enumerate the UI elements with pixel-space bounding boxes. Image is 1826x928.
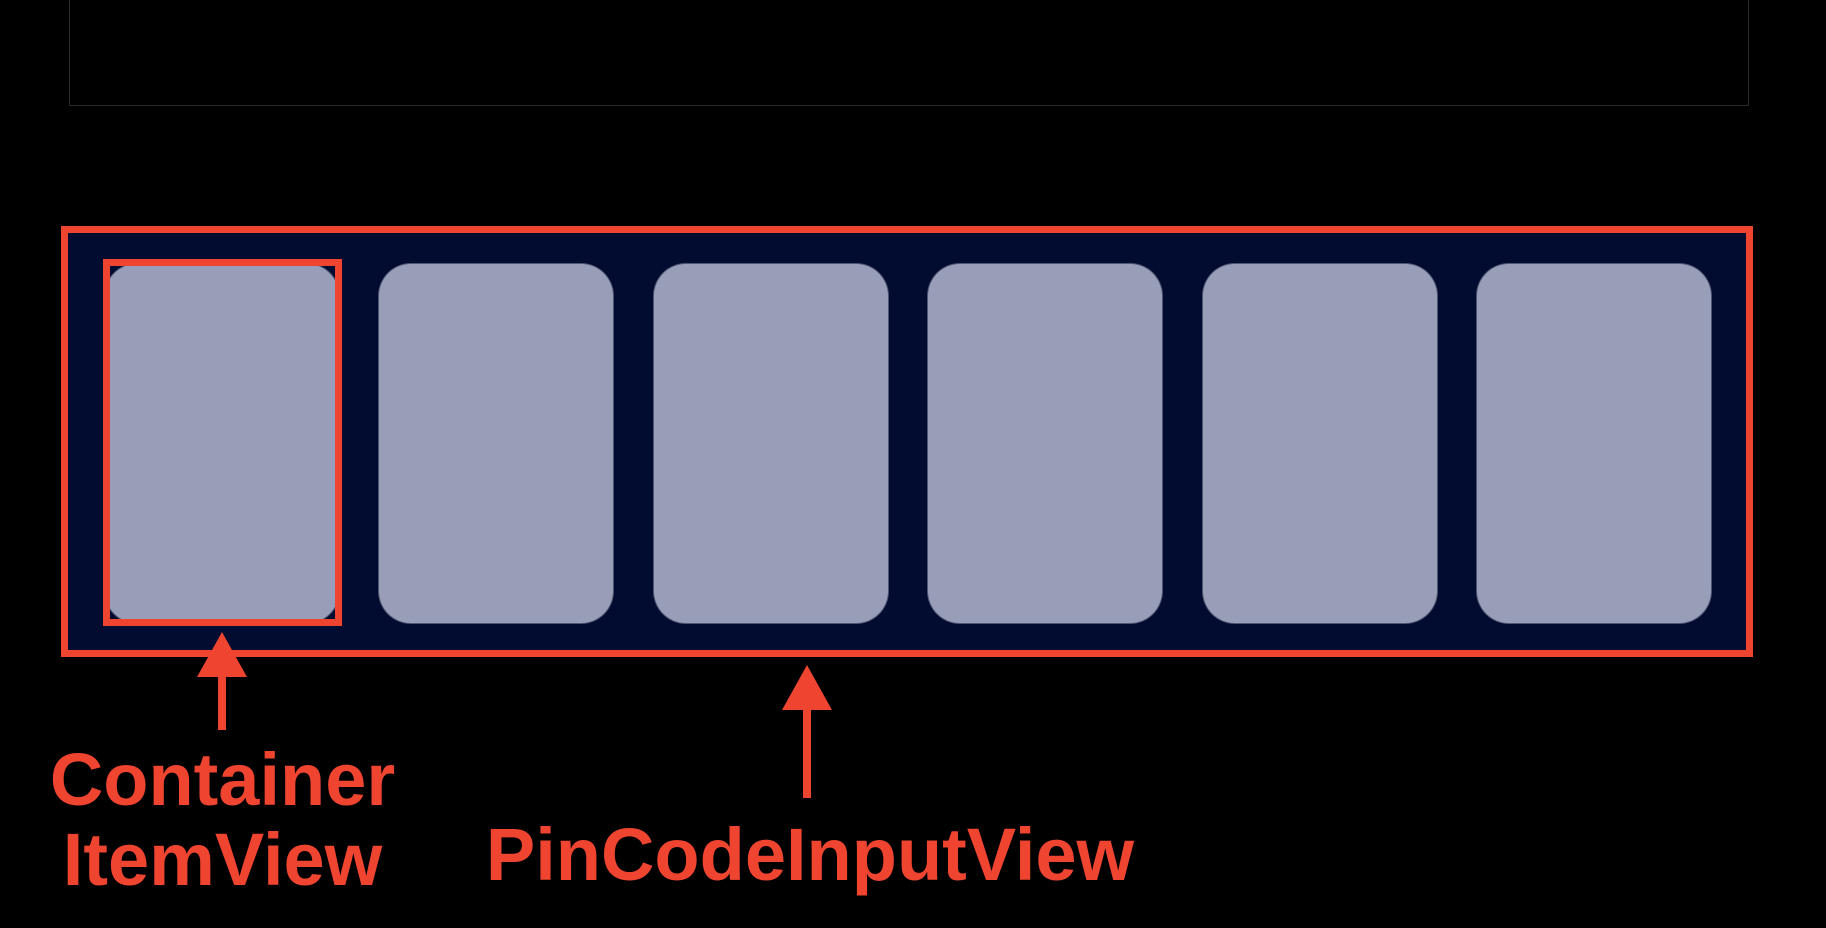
container-arrow-shaft bbox=[218, 675, 226, 730]
pin-view-arrow-shaft bbox=[803, 708, 811, 798]
pin-cell-row bbox=[105, 264, 1711, 623]
pin-cell[interactable] bbox=[1202, 264, 1437, 623]
pin-cell[interactable] bbox=[1476, 264, 1711, 623]
pin-cell[interactable] bbox=[105, 264, 339, 623]
pin-cell[interactable] bbox=[928, 264, 1163, 623]
pin-view-arrow-head bbox=[782, 665, 832, 710]
top-placeholder-box bbox=[69, 0, 1749, 106]
pin-code-input-view bbox=[61, 226, 1753, 657]
container-item-view-highlight bbox=[103, 259, 342, 626]
pin-cell[interactable] bbox=[379, 264, 614, 623]
container-label-line1: Container bbox=[49, 738, 396, 821]
pin-code-input-view-label: PinCodeInputView bbox=[485, 813, 1135, 896]
pin-cell[interactable] bbox=[653, 264, 888, 623]
container-label-line2: ItemView bbox=[62, 818, 383, 901]
container-arrow-head bbox=[197, 632, 247, 677]
container-item-view-label: Container ItemView bbox=[40, 740, 405, 900]
